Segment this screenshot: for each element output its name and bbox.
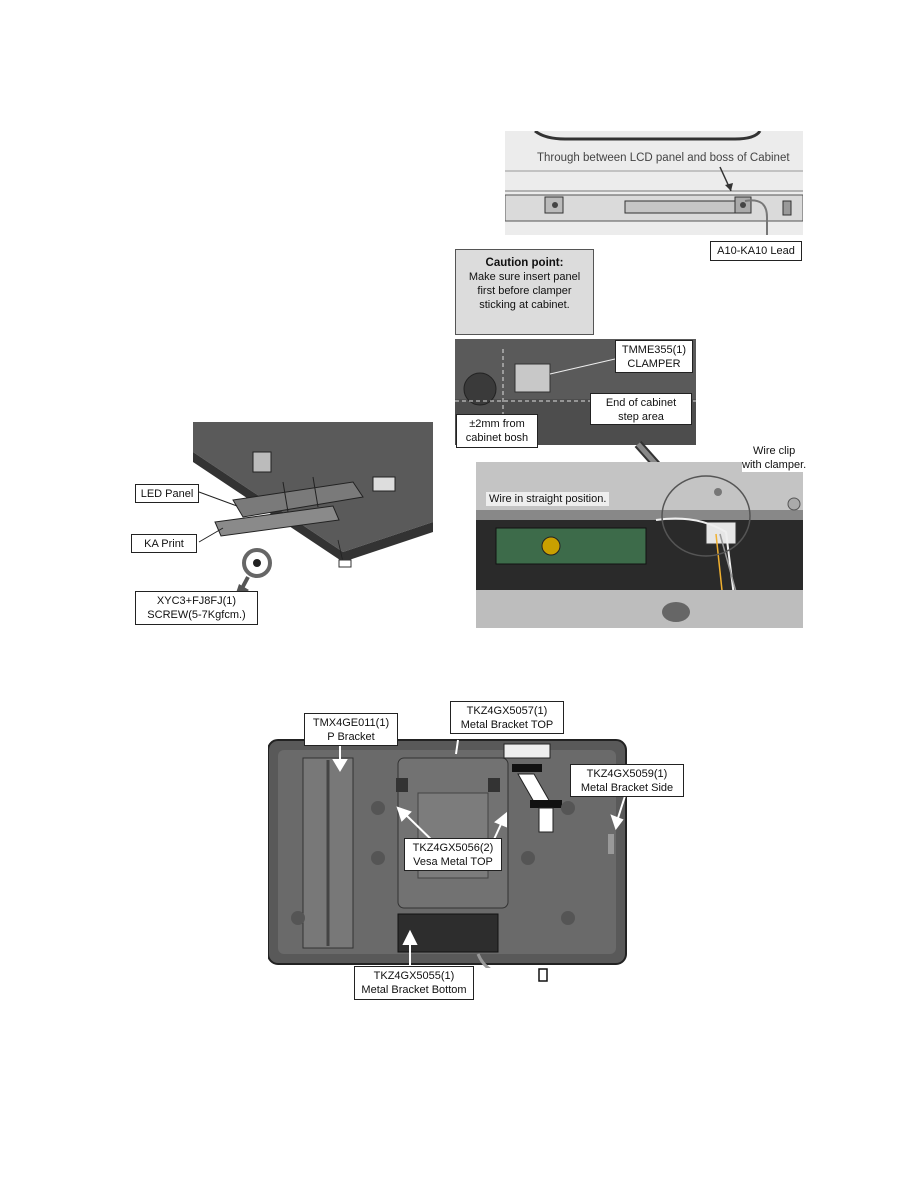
ka-print-label: KA Print (131, 534, 197, 553)
caution-text: Make sure insert panel first before clam… (468, 271, 581, 311)
photo-wire: Wire in straight position. (476, 462, 803, 628)
straight-label: Wire in straight position. (486, 492, 610, 506)
bracket-side-label: TKZ4GX5059(1) Metal Bracket Side (570, 764, 684, 797)
lcd-cabinet-drawing (505, 131, 803, 235)
bosh-label: ±2mm from cabinet bosh (456, 414, 538, 448)
bracket-top-label: TKZ4GX5057(1) Metal Bracket TOP (450, 701, 564, 734)
photo-clamper (455, 339, 696, 445)
caution-title: Caution point: (485, 257, 564, 269)
led-ka-exploded-diagram (193, 422, 433, 602)
caution-box: Caution point: Make sure insert panel fi… (455, 249, 594, 335)
photo-lcd-cabinet: Through between LCD panel and boss of Ca… (505, 131, 803, 235)
wire-drawing (476, 462, 803, 628)
screw-label: XYC3+FJ8FJ(1) SCREW(5-7Kgfcm.) (135, 591, 258, 625)
led-panel-label: LED Panel (135, 484, 199, 503)
connector-icon (538, 968, 548, 982)
callout-arrows (332, 739, 626, 966)
vesa-top-label: TKZ4GX5056(2) Vesa Metal TOP (404, 838, 502, 871)
through-note: Through between LCD panel and boss of Ca… (537, 152, 790, 164)
p-bracket-label: TMX4GE011(1) P Bracket (304, 713, 398, 746)
bracket-bottom-label: TKZ4GX5055(1) Metal Bracket Bottom (354, 966, 474, 1000)
lead-label: A10-KA10 Lead (710, 241, 802, 261)
wire-clip-label: Wire clip with clamper. (742, 444, 807, 472)
end-step-label: End of cabinet step area (590, 393, 692, 425)
clamper-label: TMME355(1) CLAMPER (615, 340, 693, 373)
clamper-drawing (455, 339, 696, 445)
